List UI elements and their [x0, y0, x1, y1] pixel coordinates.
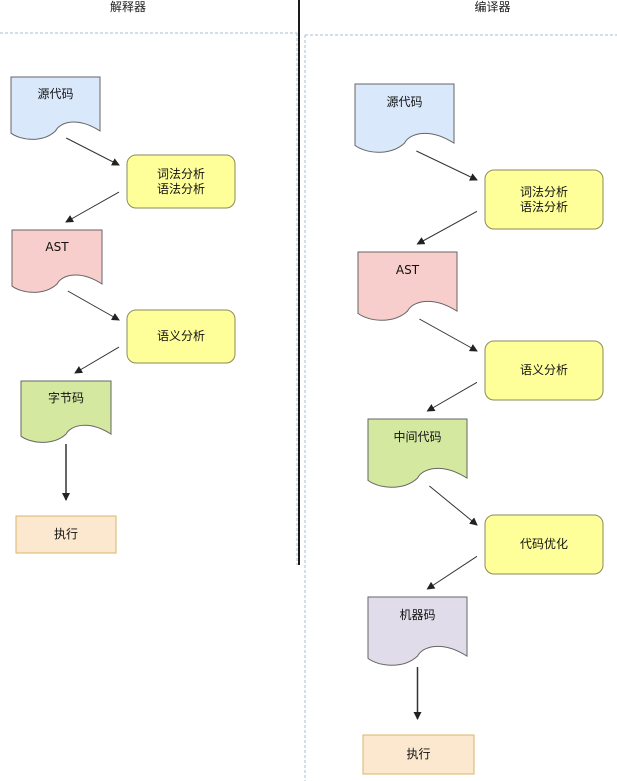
edge-compiler-source-to-lex-parse — [416, 150, 478, 181]
edge-compiler-optimize-to-machine-code — [426, 555, 478, 590]
edge-compiler-ast-to-semantic — [419, 318, 478, 352]
node-compiler-ast[interactable] — [357, 251, 458, 321]
lane-title-compiler: 编译器 — [474, 0, 511, 14]
node-interpreter-ast[interactable] — [11, 229, 103, 293]
node-compiler-source[interactable] — [354, 83, 455, 153]
node-interpreter-semantic[interactable] — [126, 309, 236, 364]
lane-title-interpreter: 解释器 — [109, 0, 146, 14]
node-compiler-ir[interactable] — [367, 418, 468, 488]
edge-interpreter-source-to-lex-parse — [65, 137, 120, 166]
node-compiler-machine-code[interactable] — [367, 596, 468, 666]
node-compiler-optimize[interactable] — [484, 514, 604, 575]
edge-interpreter-ast-to-semantic — [67, 290, 120, 321]
edge-interpreter-lex-parse-to-ast — [65, 191, 120, 223]
edge-compiler-lex-parse-to-ast — [416, 210, 478, 245]
node-compiler-lex-parse[interactable] — [484, 169, 604, 230]
node-compiler-semantic[interactable] — [484, 340, 604, 401]
node-interpreter-execute[interactable] — [15, 515, 117, 554]
node-interpreter-bytecode[interactable] — [20, 380, 112, 443]
node-interpreter-lex-parse[interactable] — [126, 154, 236, 209]
edge-compiler-semantic-to-ir — [426, 381, 478, 412]
edge-compiler-ir-to-optimize — [429, 485, 478, 526]
edge-interpreter-semantic-to-bytecode — [74, 346, 120, 374]
node-interpreter-source[interactable] — [10, 76, 101, 140]
node-compiler-execute[interactable] — [362, 734, 475, 775]
